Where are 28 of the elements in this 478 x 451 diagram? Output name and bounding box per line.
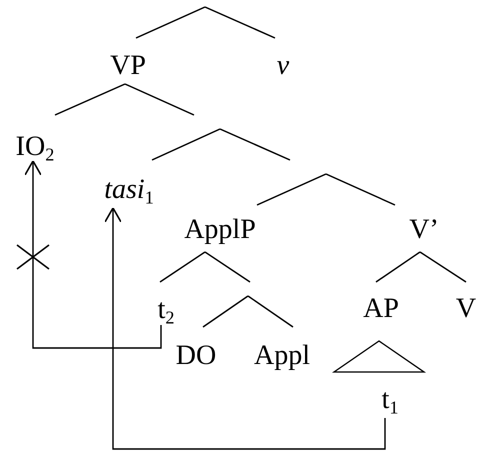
tree-branch-line [152, 128, 220, 161]
node-label: AP [358, 282, 404, 323]
node-label: t$_{1}$ [378, 386, 402, 418]
node-label: Appl [249, 327, 315, 370]
tree-branch-line [420, 251, 466, 283]
node-label: V’ [390, 205, 458, 252]
node-label: t$_{2}$ [154, 282, 178, 325]
tree-branch-line [248, 295, 294, 328]
node-label: VP [105, 38, 151, 84]
node-label: IO$_{2}$ [11, 115, 59, 161]
movement-arrow [104, 207, 386, 450]
node-label: DO [171, 327, 221, 370]
tree-branch-line [256, 173, 326, 206]
movement-arrow [24, 160, 162, 349]
node-label: V [455, 282, 477, 323]
tree-branch-line [54, 83, 126, 116]
tree-branch-line [202, 295, 248, 328]
tree-branch-line [326, 173, 396, 206]
tree-branch-line [124, 83, 194, 116]
tree-branch-line [204, 6, 276, 39]
node-label: v [271, 38, 295, 80]
tree-branch-line [136, 6, 206, 39]
tree-branch-line [376, 251, 420, 283]
triangle-symbol [334, 341, 424, 373]
node-label: ApplP [178, 205, 262, 252]
tree-branch-line [160, 251, 206, 283]
tree-branch-line [204, 251, 250, 283]
node-label: tasi$_{1}$ [98, 160, 160, 208]
